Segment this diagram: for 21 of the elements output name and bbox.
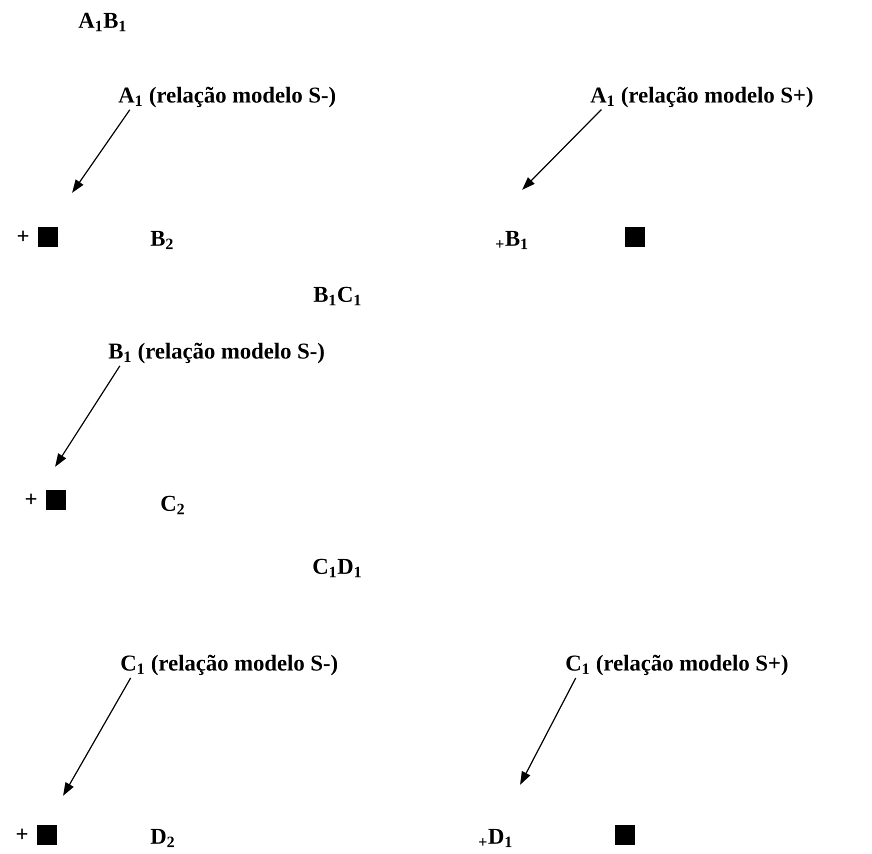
label: B$_{1}$C$_{1}$: [314, 286, 360, 306]
leader-text: A$_{1}$ (relação modelo S-): [118, 86, 336, 108]
leader-text: A$_{1}$ (relação modelo S+): [590, 86, 812, 108]
filled-square: [37, 825, 57, 845]
leader-text: B$_{1}$ (relação modelo S-): [108, 342, 324, 364]
label: $_{+}$D$_{1}$: [479, 828, 512, 848]
plus-sign: +: [18, 230, 28, 242]
label: A$_{1}$B$_{1}$: [78, 12, 126, 32]
filled-square: [615, 825, 635, 845]
plus-sign: +: [26, 494, 36, 504]
label: C$_{2}$: [161, 496, 184, 514]
plus-sign: +: [16, 828, 28, 840]
label: $_{+}$B$_{1}$: [496, 230, 528, 250]
label: B$_{2}$: [150, 230, 173, 250]
label: D$_{2}$: [150, 828, 174, 848]
filled-square: [38, 227, 58, 247]
filled-square: [625, 227, 645, 247]
leader-text: C$_{1}$ (relação modelo S-): [121, 654, 338, 676]
label: C$_{1}$D$_{1}$: [313, 558, 361, 578]
filled-square: [46, 490, 66, 510]
leader-text: C$_{1}$ (relação modelo S+): [566, 654, 788, 676]
